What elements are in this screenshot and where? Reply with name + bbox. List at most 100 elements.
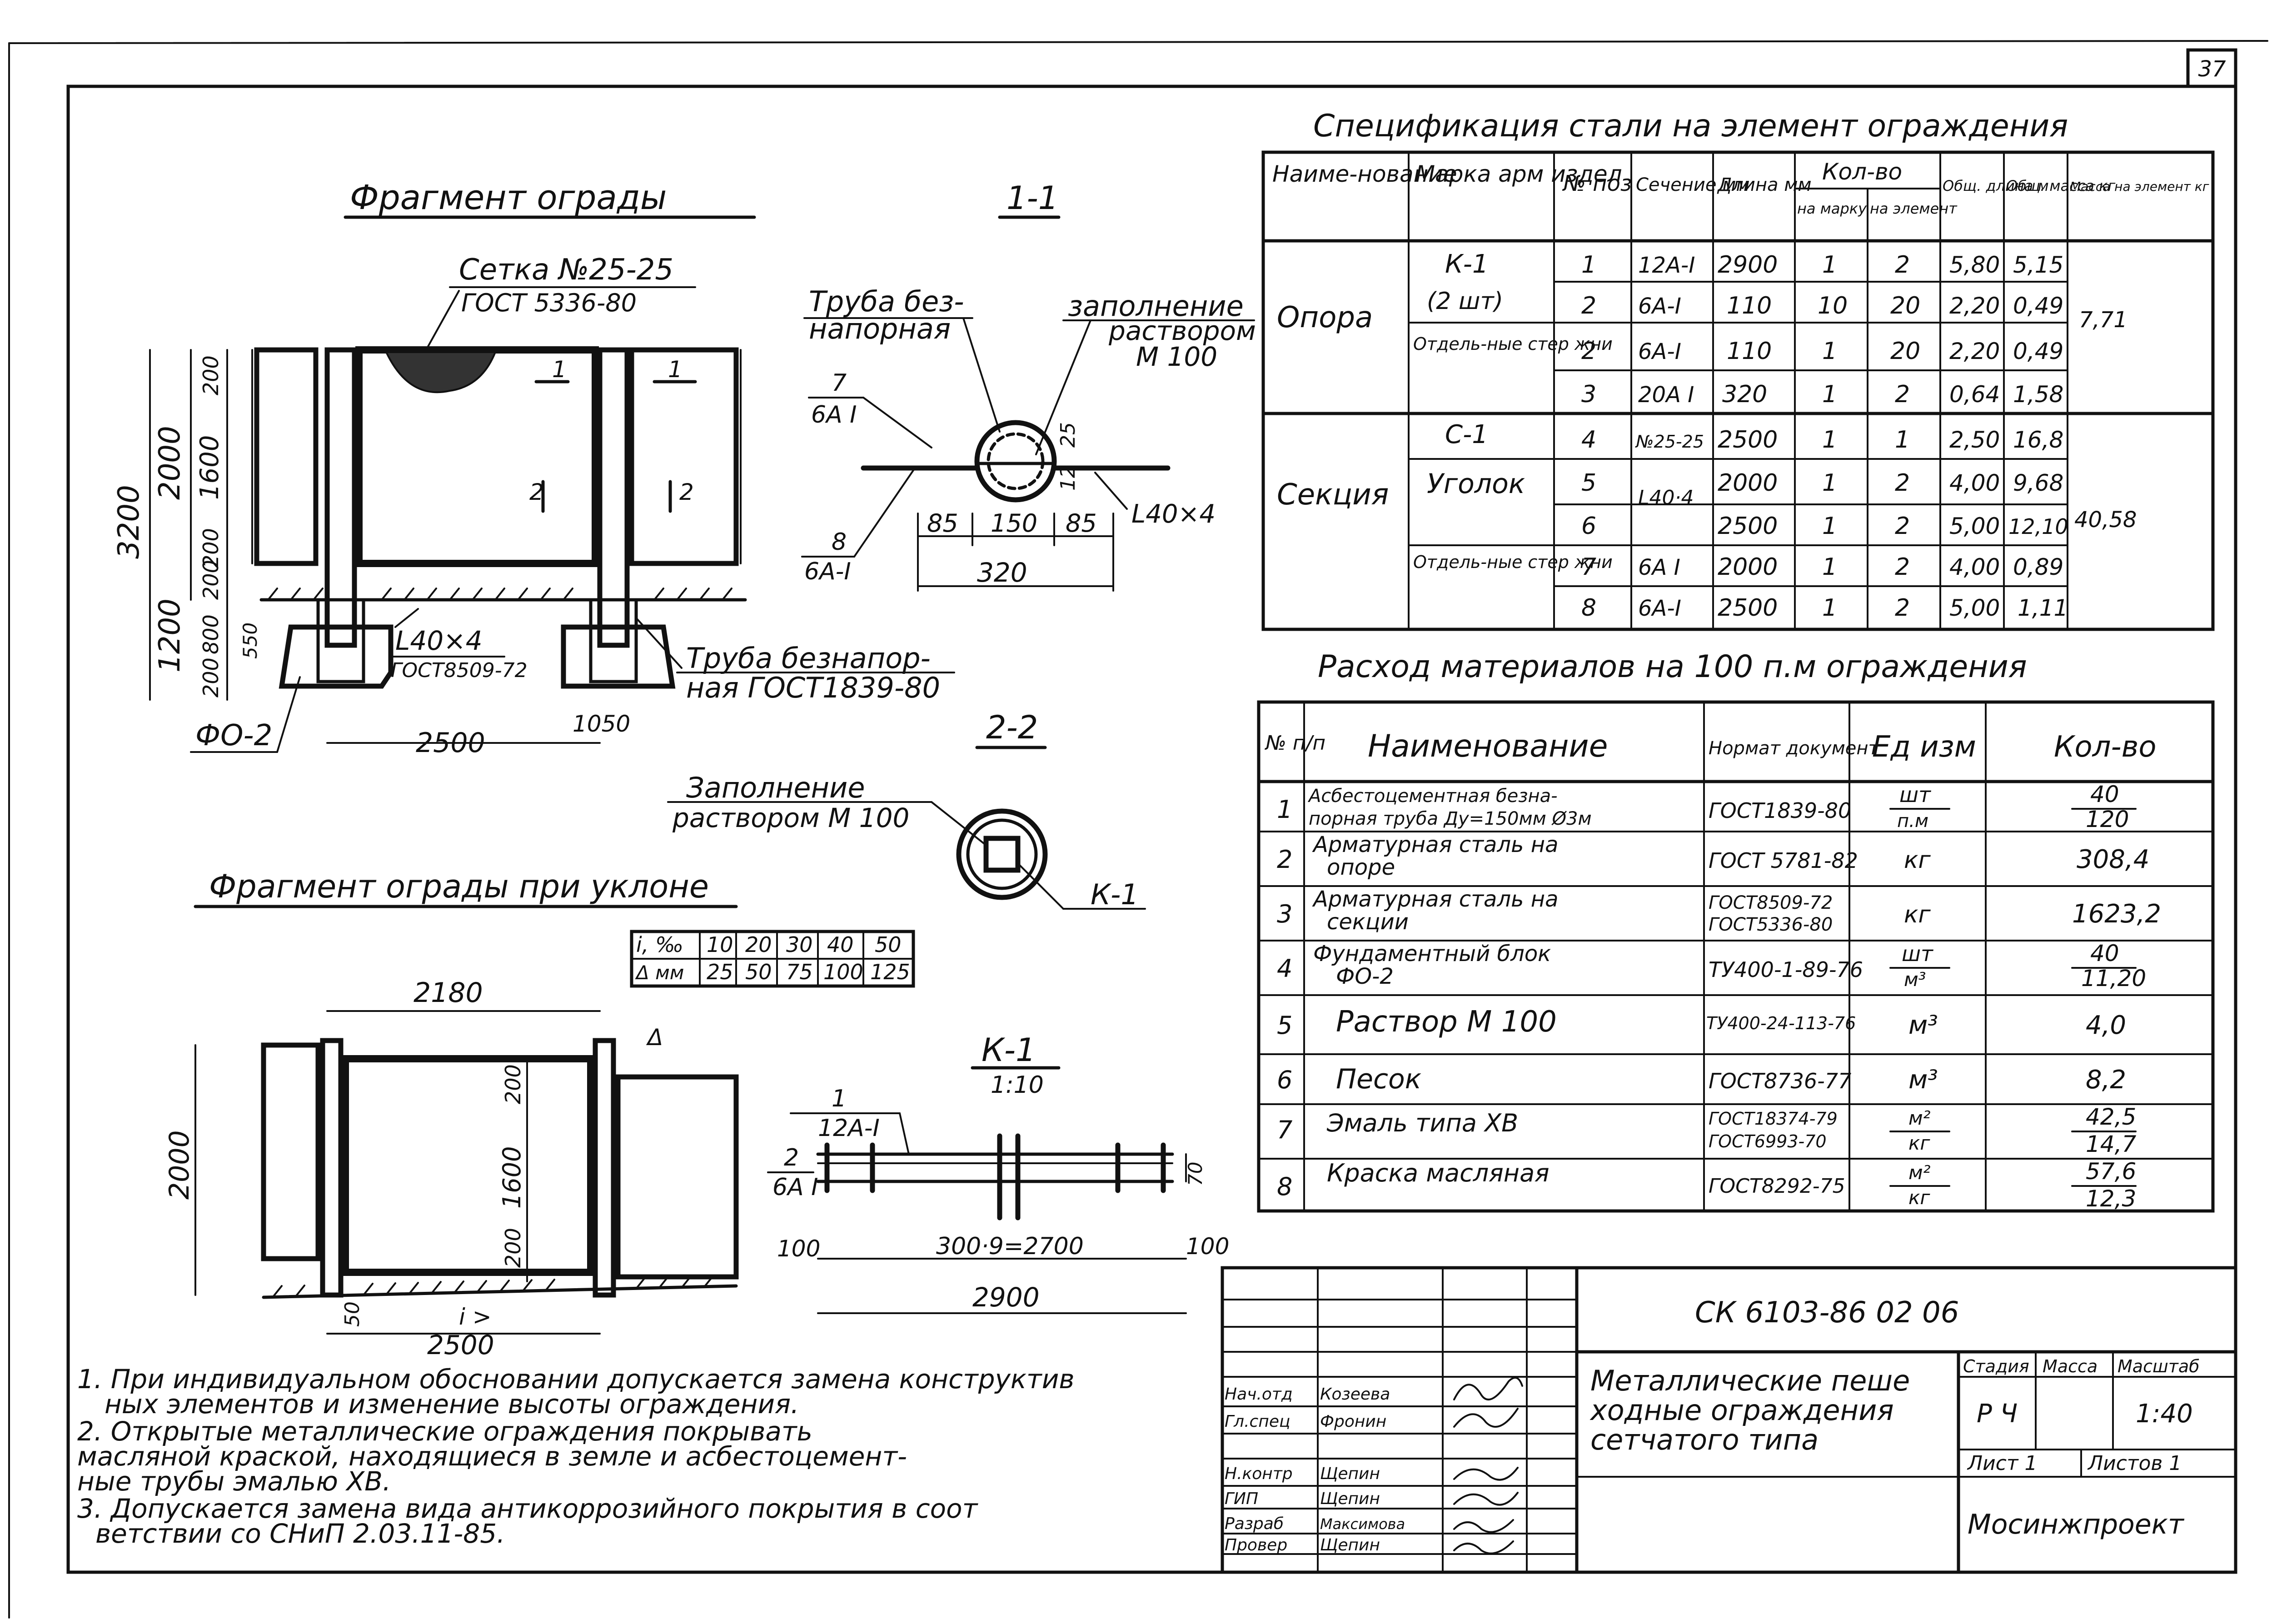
spec-row: 8 6А-I 2500 1 2 5,00 1,11 <box>1581 594 2068 622</box>
angle-gost: ГОСТ8509-72 <box>391 659 528 682</box>
pipe-left <box>316 598 365 683</box>
spec-cell: 3 <box>1581 381 1596 408</box>
spec-row: 3 20А I 320 1 2 0,64 1,58 <box>1581 381 2063 408</box>
mat-cell: ГОСТ8736-77 <box>1709 1069 1851 1093</box>
spec-mass-2: 40,58 <box>2074 507 2137 533</box>
spec-cell: 1 <box>1822 426 1837 453</box>
spec-h-sect: Сечение мм <box>1636 174 1750 195</box>
slope-right-post <box>593 1038 616 1298</box>
spec-h-pos: № поз <box>1562 171 1632 196</box>
mat-row: 3 Арматурная сталь на секции ГОСТ8509-72… <box>1277 887 2161 935</box>
dim-2000: 2000 <box>153 426 187 500</box>
mat-cell: 11,20 <box>2081 965 2146 991</box>
sheet-number: 37 <box>2198 56 2226 82</box>
pipe-label-2: ная ГОСТ1839-80 <box>686 671 940 704</box>
stamp-title-3: сетчатого типа <box>1590 1423 1819 1456</box>
mat-cell: 57,6 <box>2086 1158 2136 1185</box>
s11-pos8-num: 8 <box>832 528 847 556</box>
spec-cell: 5 <box>1581 469 1596 497</box>
spec-cell: 0,89 <box>2013 554 2063 580</box>
slope-i-40: 40 <box>827 932 854 957</box>
spec-cell: 4,00 <box>1949 470 2000 496</box>
signature-1 <box>1453 1377 1523 1400</box>
slope-dim-200a: 200 <box>501 1064 525 1104</box>
spec-cell: 2 <box>1581 338 1596 365</box>
main-section-frame <box>355 346 599 567</box>
spec-cell: 1 <box>1581 251 1596 279</box>
spec-group-1: Опора <box>1277 301 1373 334</box>
stamp-name: Щепин <box>1320 1465 1380 1483</box>
spec-h-qty: Кол-во <box>1822 159 1902 185</box>
spec-h-mark: Марка арм издел <box>1415 161 1622 187</box>
spec-group-2: Секция <box>1277 478 1389 512</box>
s22-k1-leader <box>1017 862 1064 910</box>
s11-fill-leader <box>1035 319 1091 455</box>
spec-cell: 12,10 <box>2008 514 2068 539</box>
mat-h-num: № п/п <box>1264 732 1325 755</box>
mat-row: 5 Раствор М 100 ТУ400-24-113-76 м³ 4,0 <box>1277 1005 2126 1040</box>
fence-fragment: Фрагмент ограды Сетка №25-25 ГОСТ 5336-8… <box>112 178 955 759</box>
spec-cell: 0,49 <box>2013 338 2063 364</box>
spec-cell: 110 <box>1727 338 1772 365</box>
mat-cell: шт <box>1899 782 1931 807</box>
section-1-1-title: 1-1 <box>1006 179 1058 217</box>
mat-cell: 4 <box>1277 954 1292 983</box>
spec-cell: 6А-I <box>1638 339 1681 364</box>
mat-cell: 3 <box>1277 900 1292 928</box>
mat-cell: 8,2 <box>2086 1065 2126 1095</box>
slope-dim-2500: 2500 <box>427 1330 494 1360</box>
k1-scale: 1:10 <box>991 1071 1044 1099</box>
s11-dim-150: 150 <box>991 509 1037 538</box>
mat-cell: Фундаментный блок <box>1313 941 1551 966</box>
spec-cell: 1 <box>1822 251 1837 279</box>
spec-cell: 110 <box>1727 292 1772 319</box>
slope-d-125: 125 <box>870 960 910 984</box>
dim-200-low: 200 <box>199 560 223 600</box>
mat-cell: ФО-2 <box>1336 964 1394 989</box>
slope-dim-2000: 2000 <box>164 1130 195 1200</box>
slope-d-25: 25 <box>707 960 733 984</box>
spec-separate: Отдель-ные стер жни <box>1413 334 1613 354</box>
s11-pos8-mark: 6А-I <box>804 558 851 585</box>
stamp-title-1: Металлические пеше <box>1590 1364 1910 1397</box>
spec-cell: 2500 <box>1718 513 1778 540</box>
left-post <box>324 347 357 648</box>
pipe-leader <box>635 617 683 669</box>
slope-main-section <box>342 1055 594 1276</box>
mat-cell: 120 <box>2086 806 2129 832</box>
dim-2500: 2500 <box>416 727 485 759</box>
spec-title: Спецификация стали на элемент ограждения <box>1313 108 2068 144</box>
dim-1050: 1050 <box>573 711 630 737</box>
spec-cell: 320 <box>1722 381 1767 408</box>
mat-cell: ГОСТ1839-80 <box>1709 798 1851 823</box>
signature-3 <box>1453 1467 1519 1481</box>
mat-cell: кг <box>1904 847 1931 874</box>
dim-550: 550 <box>239 623 261 659</box>
stamp-sheets: Листов 1 <box>2087 1452 2182 1475</box>
spec-h-emass: Масса на элемент кг <box>2070 179 2209 194</box>
section-1-1: 1-1 Труба без- напорная заполнение раств… <box>801 179 1256 592</box>
mat-row: 7 Эмаль типа ХВ ГОСТ18374-79 ГОСТ6993-70… <box>1277 1104 2137 1157</box>
spec-row: 1 12А-I 2900 1 2 5,80 5,15 <box>1581 251 2063 279</box>
spec-cell: 1 <box>1822 381 1837 408</box>
s11-pipe-2: напорная <box>809 312 951 345</box>
mat-row: 2 Арматурная сталь на опоре ГОСТ 5781-82… <box>1277 832 2149 880</box>
stamp-code: СК 6103-86 02 06 <box>1695 1296 1959 1330</box>
mat-cell: шт <box>1902 942 1933 966</box>
mat-h-name: Наименование <box>1368 728 1608 764</box>
spec-cell: 2 <box>1581 292 1596 319</box>
mat-cell: м³ <box>1908 1011 1938 1040</box>
stamp-role: Н.контр <box>1225 1465 1293 1483</box>
mat-cell: 2 <box>1277 845 1292 874</box>
spec-row: 6 2500 1 2 5,00 12,10 <box>1581 513 2068 540</box>
mat-cell: ТУ400-24-113-76 <box>1706 1013 1856 1033</box>
stamp-role: Провер <box>1225 1536 1287 1554</box>
mat-cell: Раствор М 100 <box>1336 1005 1557 1039</box>
mat-cell: 42,5 <box>2086 1104 2136 1130</box>
stamp-name: Максимова <box>1320 1515 1405 1533</box>
spec-cell: 2 <box>1895 513 1910 540</box>
spec-cell: 5,00 <box>1949 513 2000 539</box>
slope-i-50: 50 <box>875 932 902 957</box>
outer-frame <box>66 85 2237 1574</box>
